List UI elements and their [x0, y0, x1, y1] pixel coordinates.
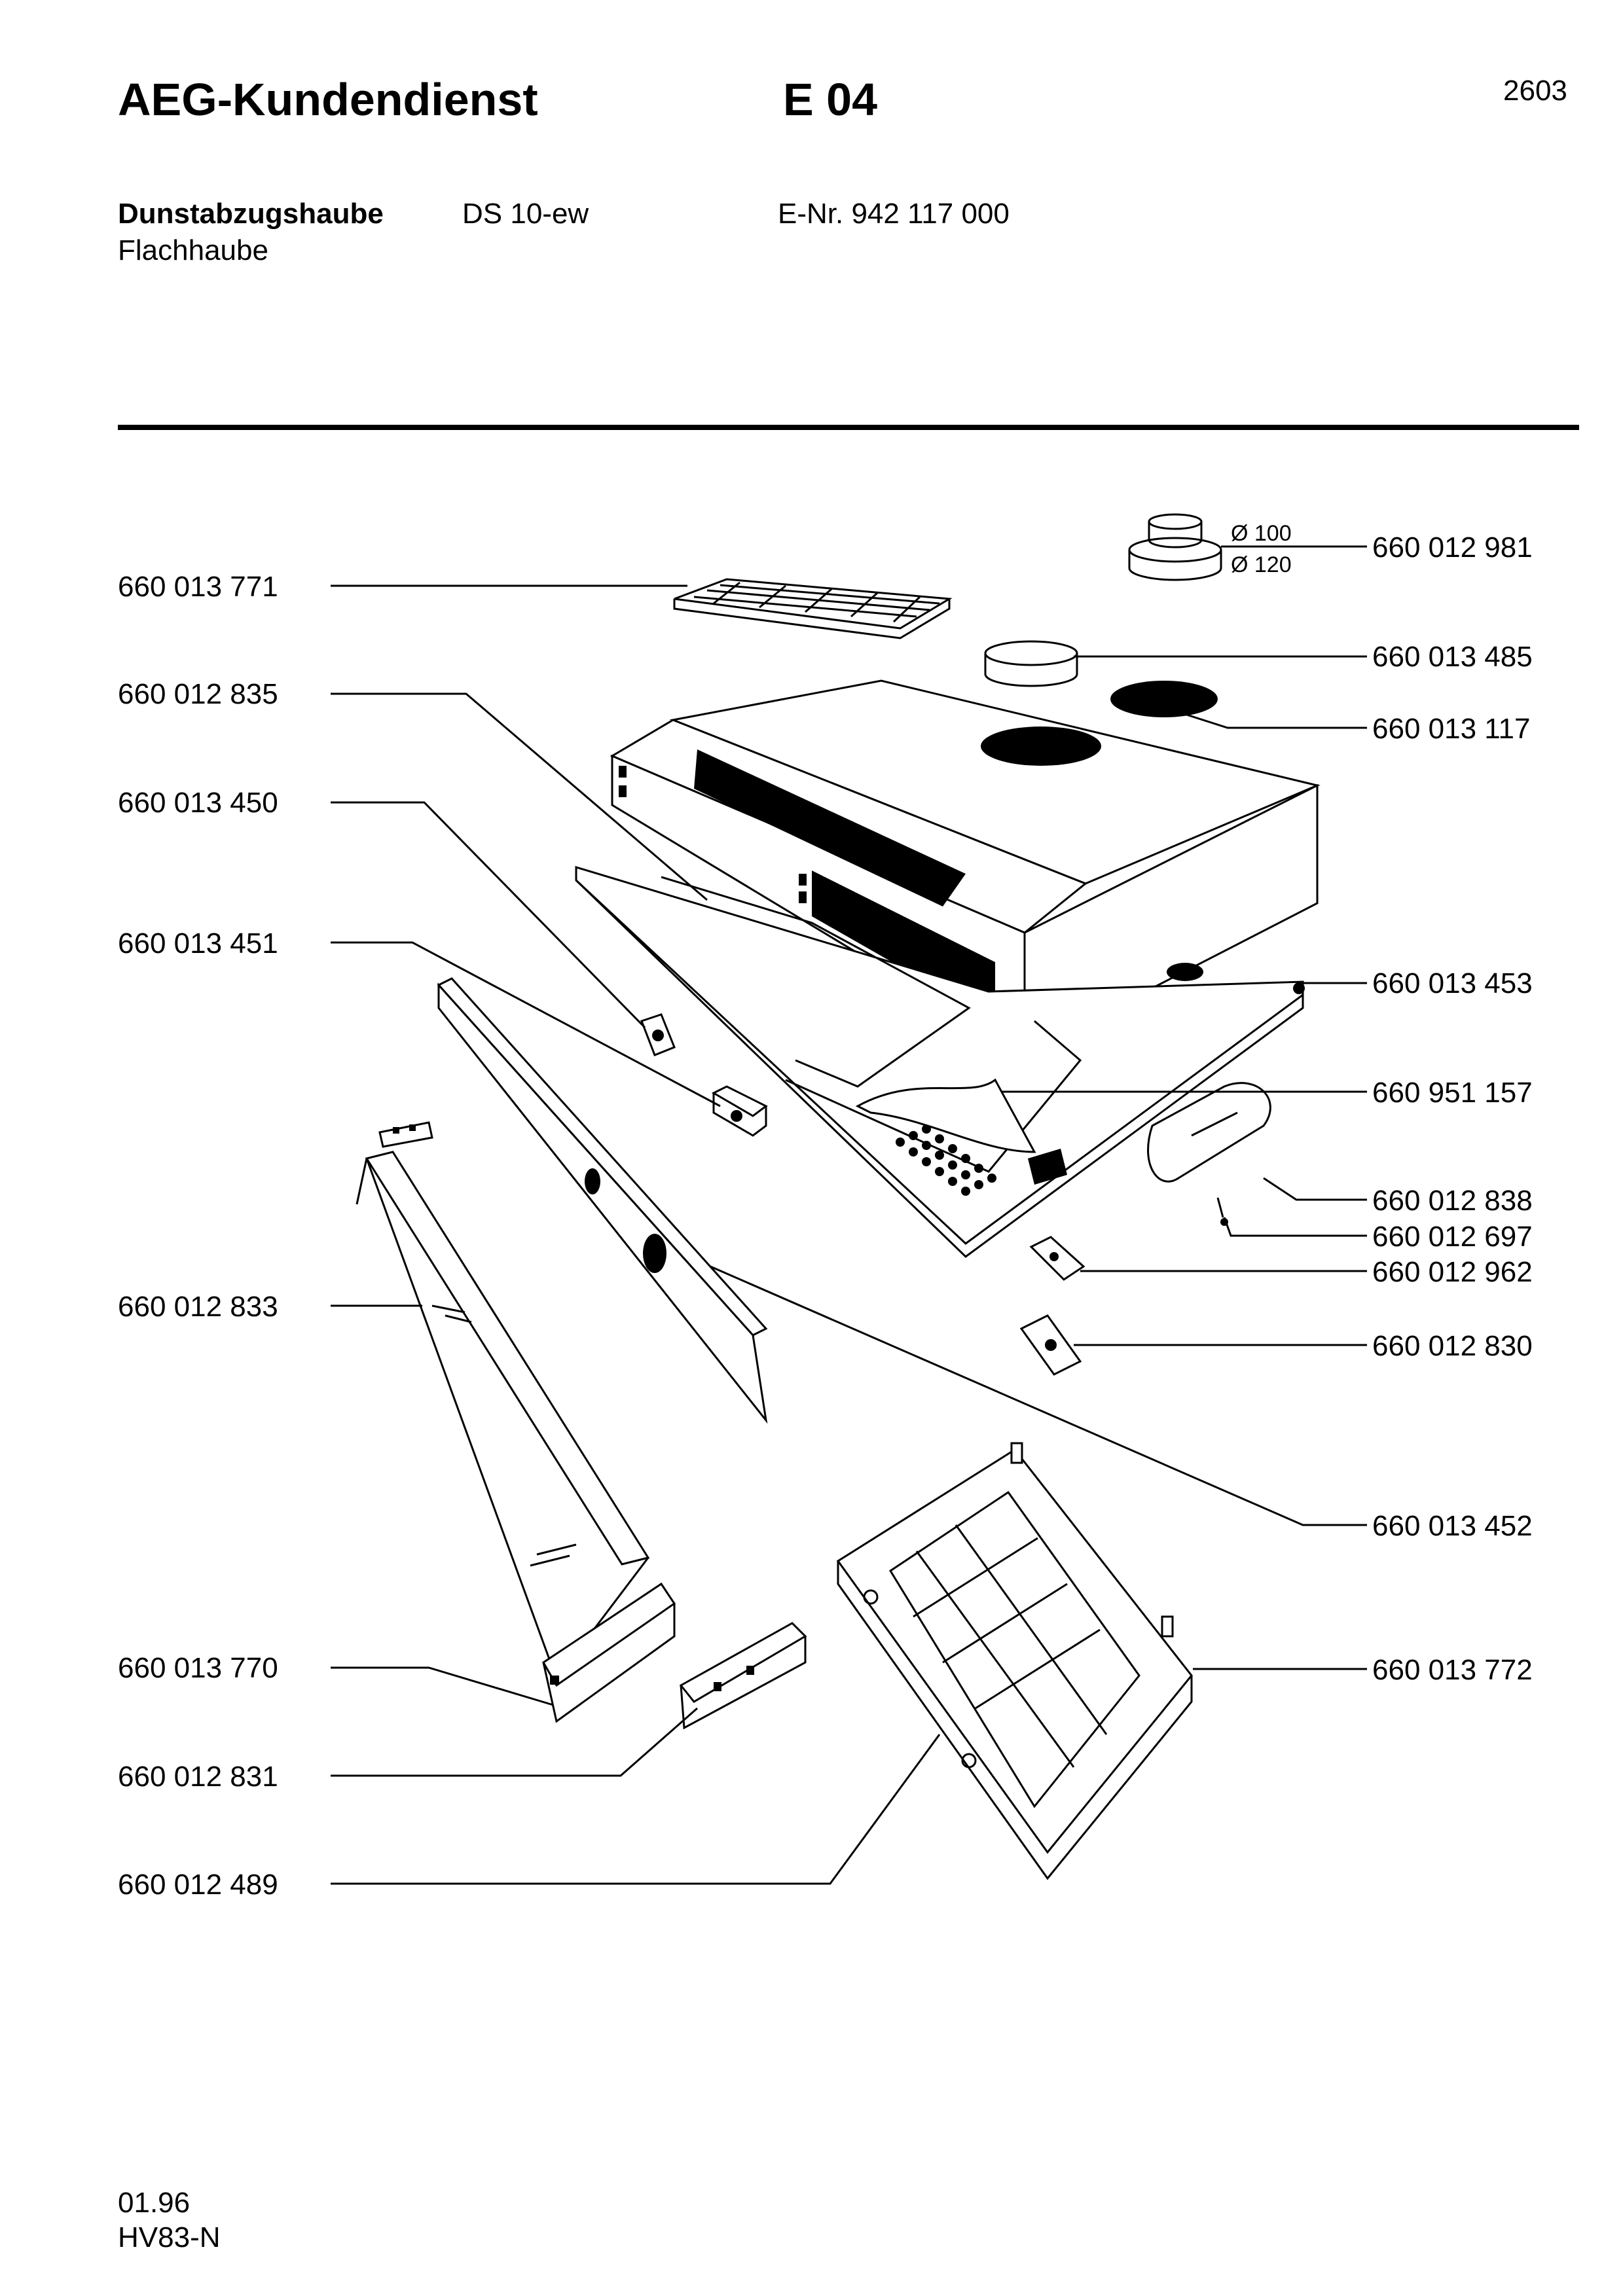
part-label: 660 012 831 — [118, 1761, 278, 1793]
page-number: 2603 — [1503, 75, 1567, 107]
reducer-adapter-drawing — [1128, 513, 1222, 581]
brand-title: AEG-Kundendienst — [118, 74, 538, 125]
leader-lines-left — [331, 584, 941, 1885]
part-label: 660 012 489 — [118, 1869, 278, 1901]
part-label: 660 012 962 — [1372, 1256, 1533, 1288]
part-labels-right: 660 012 981 660 013 485 660 013 117 660 … — [1372, 531, 1533, 1686]
switch-housing-drawing — [679, 1622, 807, 1730]
part-label: 660 013 117 — [1372, 713, 1530, 745]
top-grille-drawing — [673, 578, 953, 639]
terminal-block-drawing — [1019, 1314, 1082, 1376]
document-code: HV83-N — [118, 2221, 221, 2253]
product-name: Dunstabzugshaube — [118, 198, 384, 230]
fitting-drawing — [1293, 982, 1305, 994]
part-label: 660 013 770 — [118, 1652, 278, 1684]
part-label: 660 012 697 — [1372, 1221, 1533, 1253]
part-label: 660 012 830 — [1372, 1330, 1533, 1362]
glass-panel-drawing — [356, 1151, 650, 1681]
part-label: 660 013 453 — [1372, 967, 1533, 999]
switch-knob-drawing-450 — [640, 1013, 676, 1056]
part-label: 660 012 838 — [1372, 1185, 1533, 1217]
glass-rail-drawing — [542, 1582, 676, 1723]
part-labels-left: 660 013 771 660 012 835 660 013 450 660 … — [118, 571, 278, 1901]
part-label: 660 012 833 — [118, 1291, 278, 1323]
switch-knob-drawing-451 — [711, 1085, 768, 1137]
diameter-small-label: Ø 100 — [1231, 521, 1292, 546]
product-enr: E-Nr. 942 117 000 — [778, 198, 1010, 230]
exhaust-collar-drawing — [984, 640, 1078, 687]
part-label: 660 013 451 — [118, 927, 278, 960]
part-label: 660 012 835 — [118, 678, 278, 710]
filter-frame-drawing — [836, 1442, 1193, 1880]
part-label: 660 013 485 — [1372, 641, 1533, 673]
lamp-holder-drawing — [1029, 1236, 1085, 1281]
product-model: DS 10-ew — [462, 198, 589, 230]
header-divider — [118, 425, 1579, 430]
section-code: E 04 — [783, 74, 877, 125]
filter-tray-drawing — [575, 865, 1304, 1258]
front-trim-strip-drawing — [437, 977, 768, 1424]
part-label: 660 012 981 — [1372, 531, 1533, 564]
part-label: 660 013 450 — [118, 787, 278, 819]
leader-lines-right — [710, 545, 1367, 1670]
part-label: 660 013 452 — [1372, 1510, 1533, 1542]
light-cover-drawing — [1147, 1082, 1271, 1183]
part-label: 660 951 157 — [1372, 1077, 1533, 1109]
glass-bracket-drawing — [378, 1121, 433, 1148]
part-label: 660 013 771 — [118, 571, 278, 603]
product-subtype: Flachhaube — [118, 234, 268, 266]
part-label: 660 013 772 — [1372, 1654, 1533, 1686]
diameter-large-label: Ø 120 — [1231, 552, 1292, 577]
revision-date: 01.96 — [118, 2187, 191, 2219]
